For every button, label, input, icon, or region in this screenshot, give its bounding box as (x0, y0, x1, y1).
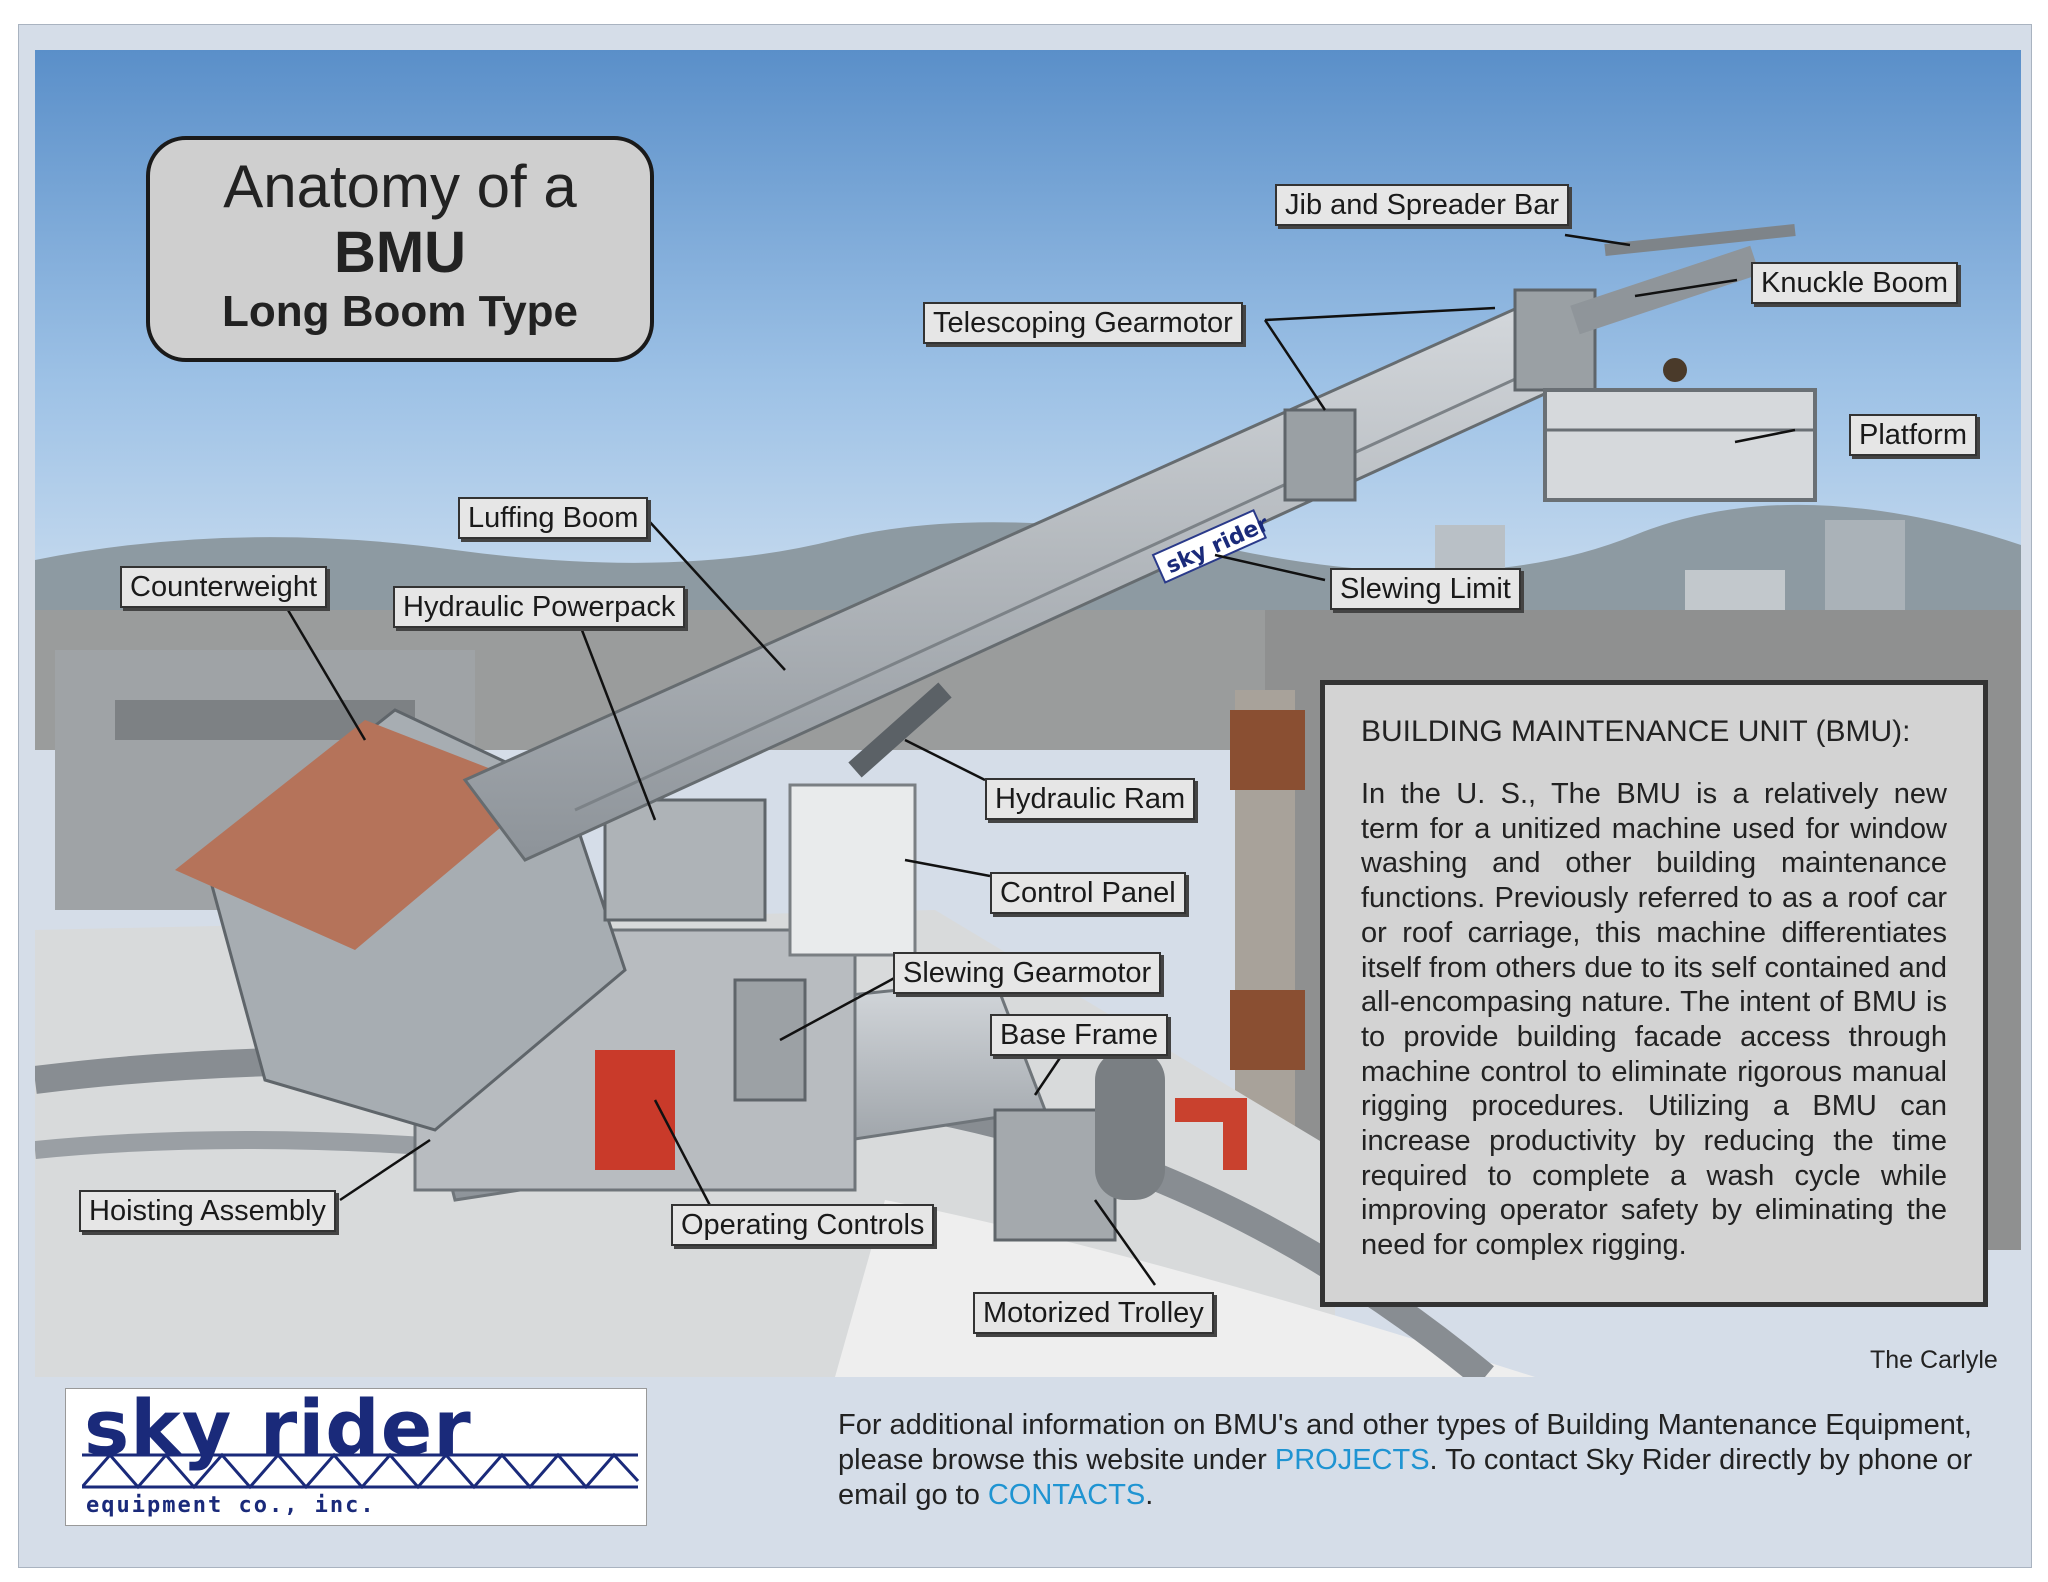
label-control-panel: Control Panel (990, 872, 1186, 914)
jib (1604, 224, 1796, 256)
telescoping-gearmotor-box (1283, 408, 1357, 502)
boom-edge (574, 368, 1536, 812)
counterweight-top (175, 720, 545, 950)
contacts-link[interactable]: CONTACTS (987, 1479, 1146, 1511)
label-hydraulic-powerpack: Hydraulic Powerpack (393, 586, 686, 628)
photo-credit: The Carlyle (1870, 1346, 1998, 1374)
label-slewing-gearmotor: Slewing Gearmotor (893, 952, 1162, 994)
operating-controls-box (595, 1050, 675, 1170)
title-line3: Long Boom Type (221, 287, 579, 336)
red-pipe (1175, 1098, 1247, 1170)
footer-part1: For additional information on BMU's and … (838, 1409, 1972, 1476)
control-panel-box (788, 783, 917, 957)
info-body: In the U. S., The BMU is a relatively ne… (1361, 778, 1947, 1262)
label-base-frame: Base Frame (990, 1014, 1168, 1056)
label-hoisting-assembly: Hoisting Assembly (79, 1190, 336, 1232)
operator-figure (1663, 358, 1687, 382)
label-slewing-limit: Slewing Limit (1330, 568, 1521, 610)
label-motorized-trolley: Motorized Trolley (973, 1292, 1214, 1334)
label-knuckle-boom: Knuckle Boom (1751, 262, 1958, 304)
tank (1095, 1050, 1165, 1200)
footer-text: For additional information on BMU's and … (838, 1408, 2023, 1513)
rust-bracket (1230, 990, 1305, 1070)
info-heading: BUILDING MAINTENANCE UNIT (BMU): (1361, 715, 1911, 748)
label-operating-controls: Operating Controls (671, 1204, 935, 1246)
info-box: BUILDING MAINTENANCE UNIT (BMU): In the … (1320, 680, 1988, 1307)
title-line2: BMU (333, 220, 467, 285)
label-platform: Platform (1849, 414, 1977, 456)
label-hydraulic-ram: Hydraulic Ram (985, 778, 1196, 820)
hydraulic-powerpack-box (603, 798, 767, 922)
rust-bracket (1230, 710, 1305, 790)
label-luffing-boom: Luffing Boom (458, 497, 649, 539)
slewing-gearmotor (733, 978, 807, 1102)
label-telescoping-gearmotor: Telescoping Gearmotor (923, 302, 1243, 344)
title-line1: Anatomy of a (223, 153, 577, 220)
footer-part3: . (1145, 1479, 1154, 1511)
label-counterweight: Counterweight (120, 566, 327, 608)
projects-link[interactable]: PROJECTS (1274, 1444, 1430, 1476)
logo-subtitle: equipment co., inc. (86, 1493, 376, 1518)
footer-part2: . To contact Sky Rider directly by phone… (838, 1444, 1973, 1511)
platform-cage (1543, 388, 1817, 502)
logo-truss-icon (82, 1452, 640, 1490)
title-box: Anatomy of a BMU Long Boom Type (146, 136, 654, 362)
hydraulic-ram (848, 682, 952, 778)
sky-rider-logo: sky rider equipment co., inc. (65, 1383, 647, 1526)
label-jib-and-spreader-bar: Jib and Spreader Bar (1275, 184, 1570, 226)
